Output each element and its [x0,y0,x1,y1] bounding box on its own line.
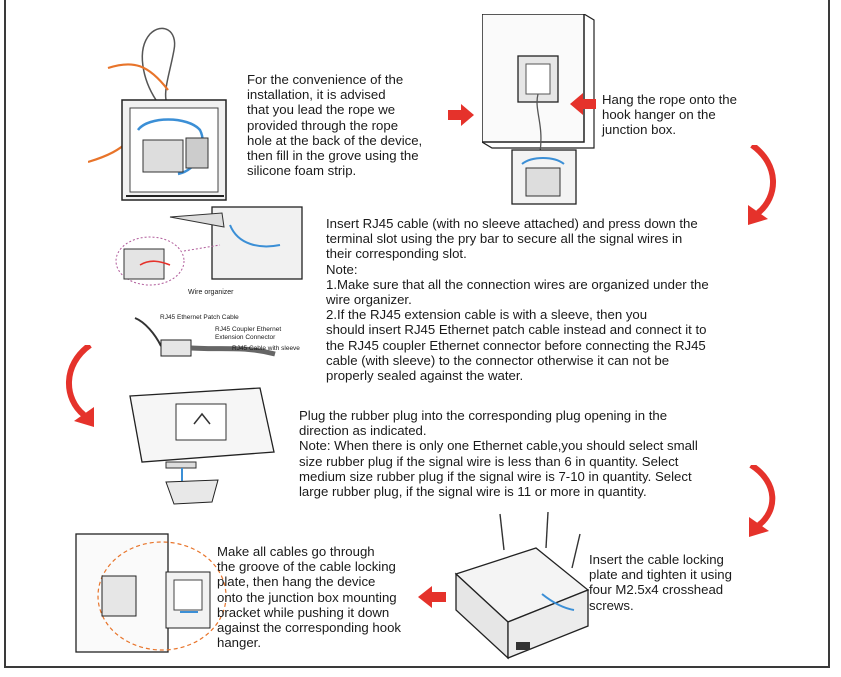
cable-sleeve-label: RJ45 Cable with sleeve [232,345,300,353]
wire-organizer-label: Wire organizer [188,289,234,297]
curved-arrow-icon [62,345,98,427]
step-rubber-plug-text: Plug the rubber plug into the correspond… [299,408,739,499]
coupler-label: RJ45 Coupler Ethernet Extension Connecto… [215,326,281,341]
step-hang-text: Hang the rope onto the hook hanger on th… [602,92,802,138]
locking-plate-figure [452,510,592,660]
step-rope-text: For the convenience of the installation,… [247,72,477,178]
step-mount-text: Make all cables go through the groove of… [217,544,427,650]
left-arrow-icon [570,93,596,115]
step-rj45-text: Insert RJ45 cable (with no sleeve attach… [326,216,746,383]
patch-cable-label: RJ45 Ethernet Patch Cable [160,314,239,322]
curved-arrow-icon [744,145,780,225]
mounting-figure [72,532,232,657]
bracket-plug-figure [122,384,282,514]
device-rope-figure [88,20,238,205]
curved-arrow-icon [745,465,781,537]
step-locking-plate-text: Insert the cable locking plate and tight… [589,552,769,613]
right-arrow-icon [448,104,474,126]
